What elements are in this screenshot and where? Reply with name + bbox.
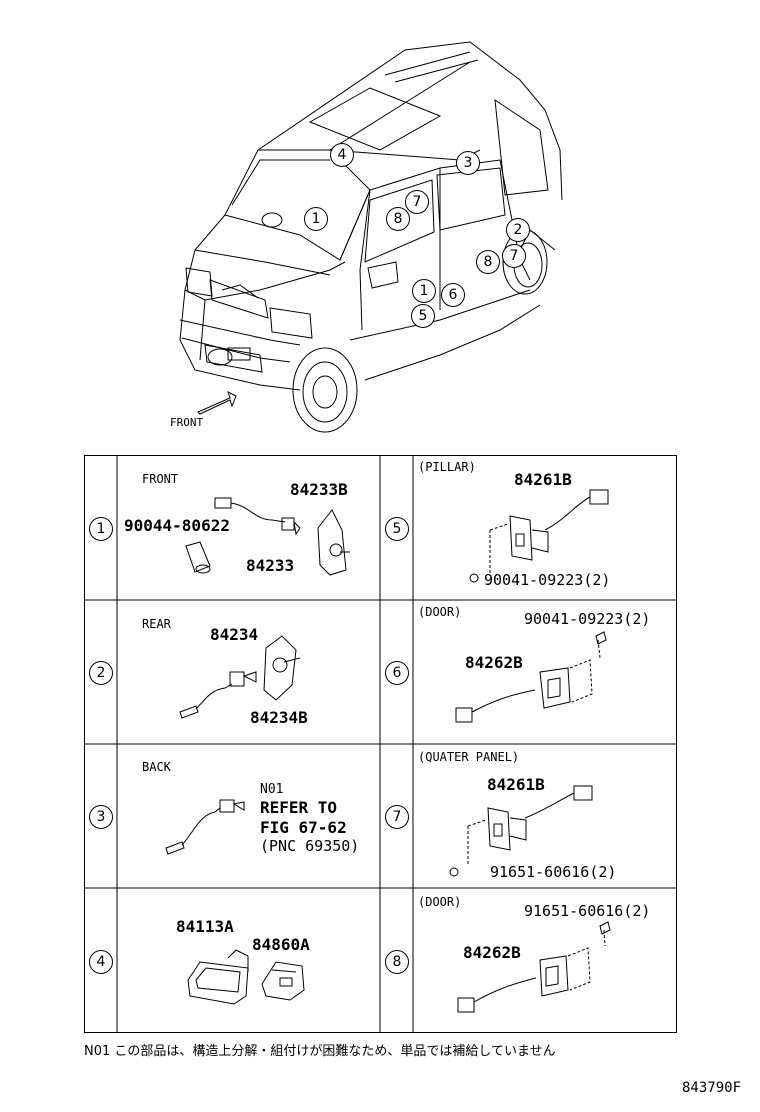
section-label-quater-panel: (QUATER PANEL) <box>418 750 520 764</box>
callout-8b: 8 <box>476 250 500 274</box>
part-91651-60616-door: 91651-60616(2) <box>524 902 651 920</box>
callout-7b: 7 <box>502 244 526 268</box>
part-90041-09223-door: 90041-09223(2) <box>524 610 651 628</box>
part-84233B: 84233B <box>290 480 348 499</box>
footnote: N01 この部品は、構造上分解・組付けが困難なため、単品では補給していません <box>84 1044 556 1059</box>
part-84234B: 84234B <box>250 708 308 727</box>
note-refer-line2: FIG 67-62 <box>260 818 347 837</box>
diagram-id: 843790F <box>682 1080 742 1096</box>
section-label-back: BACK <box>142 760 171 774</box>
note-refer-line1: REFER TO <box>260 798 338 817</box>
part-84261B-quater: 84261B <box>487 775 545 794</box>
section-label-door-8: (DOOR) <box>418 895 462 909</box>
row-number-2: 2 <box>89 661 113 685</box>
part-84262B-door8: 84262B <box>463 943 521 962</box>
part-84860A: 84860A <box>252 935 310 954</box>
part-84234: 84234 <box>210 625 259 644</box>
part-84233: 84233 <box>246 556 295 575</box>
callout-5: 5 <box>411 304 435 328</box>
part-84113A: 84113A <box>176 917 234 936</box>
note-refer-line3: (PNC 69350) <box>260 837 360 855</box>
row-number-6: 6 <box>385 661 409 685</box>
part-90044-80622: 90044-80622 <box>124 516 230 535</box>
row-number-3: 3 <box>89 805 113 829</box>
row-number-4: 4 <box>89 950 113 974</box>
callout-7: 7 <box>405 190 429 214</box>
callout-3: 3 <box>456 151 480 175</box>
vehicle-illustration <box>179 41 563 433</box>
note-code: N01 <box>260 782 284 797</box>
row-number-7: 7 <box>385 805 409 829</box>
row-number-5: 5 <box>385 517 409 541</box>
callout-1: 1 <box>304 207 328 231</box>
part-84262B-door6: 84262B <box>465 653 523 672</box>
part-84261B-pillar: 84261B <box>514 470 572 489</box>
row-number-1: 1 <box>89 517 113 541</box>
section-label-rear: REAR <box>142 617 171 631</box>
front-direction-label: FRONT <box>170 416 204 429</box>
callout-1b: 1 <box>412 279 436 303</box>
callout-8: 8 <box>386 207 410 231</box>
callout-6: 6 <box>441 283 465 307</box>
part-91651-60616-quater: 91651-60616(2) <box>490 863 617 881</box>
callout-2: 2 <box>506 218 530 242</box>
row-number-8: 8 <box>385 950 409 974</box>
section-label-front: FRONT <box>142 472 179 486</box>
part-90041-09223-pillar: 90041-09223(2) <box>484 571 611 589</box>
section-label-door-6: (DOOR) <box>418 605 462 619</box>
callout-4: 4 <box>330 143 354 167</box>
section-label-pillar: (PILLAR) <box>418 460 476 474</box>
